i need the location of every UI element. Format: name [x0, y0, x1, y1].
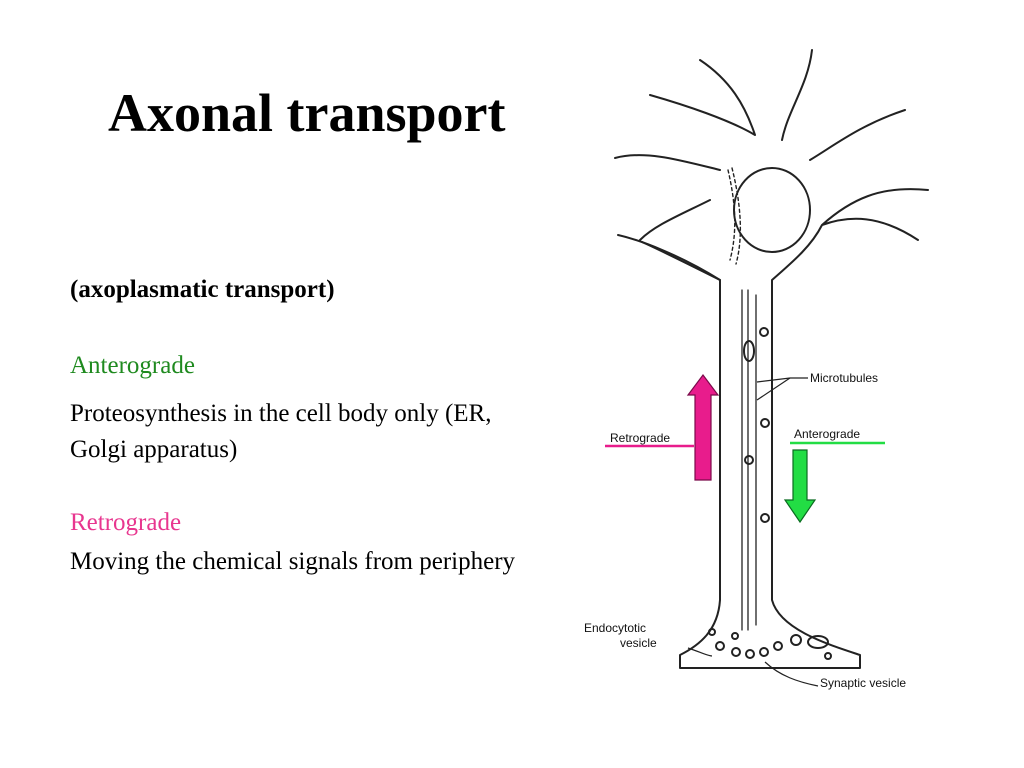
retrograde-description: Moving the chemical signals from periphe…	[70, 548, 516, 575]
microtubules-label: Microtubules	[810, 371, 878, 385]
leader-lines	[687, 377, 819, 687]
anterograde-heading: Anterograde	[70, 352, 195, 379]
retrograde-arrow	[686, 374, 720, 481]
anterograde-arrow	[783, 449, 817, 524]
retrograde-heading: Retrograde	[70, 509, 182, 536]
synaptic-vesicle-label: Synaptic vesicle	[820, 676, 906, 690]
anterograde-description: Proteosynthesis in the cell body only (E…	[70, 400, 492, 463]
endocytotic-vesicle-label-line1: Endocytotic	[584, 621, 646, 635]
slide-title: Axonal transport	[108, 83, 506, 143]
neuron-outline	[614, 49, 929, 669]
anterograde-label: Anterograde	[794, 427, 860, 441]
endocytotic-vesicle-label-line2: vesicle	[620, 636, 657, 650]
retrograde-label: Retrograde	[610, 431, 670, 445]
neuron-diagram: Microtubules Retrograde Anterograde Endo…	[584, 49, 929, 690]
slide-subtitle: (axoplasmatic transport)	[70, 276, 335, 303]
